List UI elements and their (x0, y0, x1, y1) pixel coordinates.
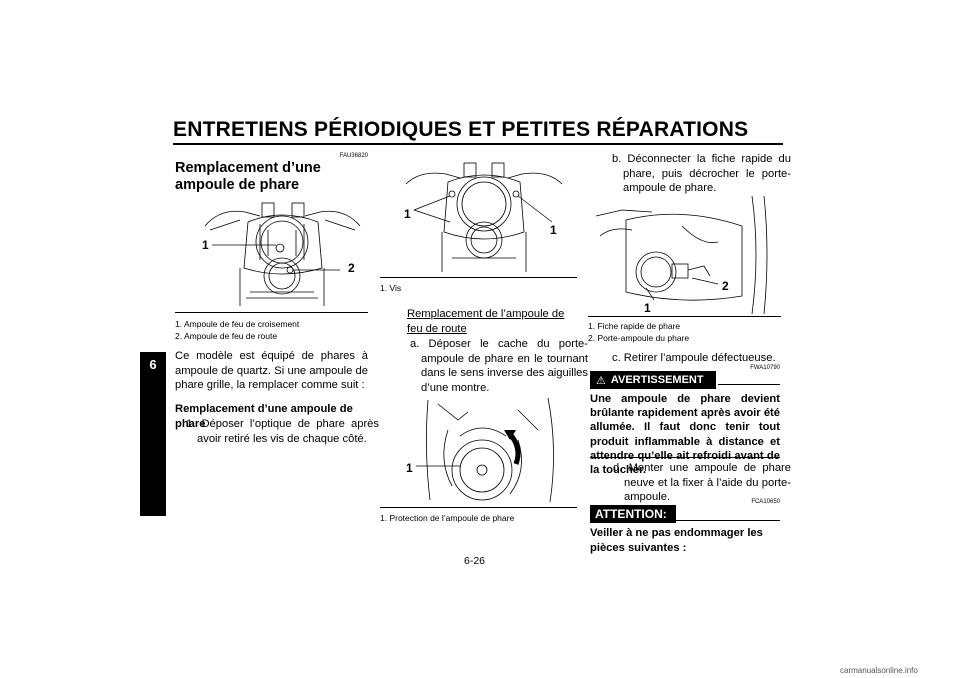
bulb-cover-illustration: 1 (406, 397, 554, 503)
warning-label: ⚠ AVERTISSEMENT (590, 371, 716, 389)
caption-item: 1. Vis (380, 283, 402, 293)
caption-item: 2. Ampoule de feu de route (175, 331, 278, 341)
subheading: Remplacement d’une ampoule de phare (175, 403, 353, 430)
fig-label-1: 1 (406, 461, 413, 475)
attention-rule (668, 520, 780, 521)
caption-list: 1. Ampoule de feu de croisement 2. Ampou… (175, 318, 368, 342)
page-title: ENTRETIENS PÉRIODIQUES ET PETITES RÉPARA… (173, 118, 749, 141)
caption-item: 1. Protection de l’ampoule de phare (380, 513, 515, 523)
screws-illustration: 1 1 (404, 162, 563, 272)
caption-rule (380, 277, 577, 278)
subheading-high-beam: Remplacement de l’ampoule de feu de rout… (407, 308, 565, 335)
fig-label-2: 2 (348, 261, 355, 275)
step-c: c. Retirer l’ampoule défectueuse. (612, 352, 776, 364)
fig-label-1-right: 1 (550, 223, 557, 237)
step-a: a. Déposer le cache du porte-ampoule de … (410, 338, 588, 394)
warning-triangle-icon: ⚠ (596, 374, 606, 387)
fig-label-2: 2 (722, 279, 729, 293)
caption-item: 1. Fiche rapide de phare (588, 321, 681, 331)
caption-list: 1. Fiche rapide de phare 2. Porte-ampoul… (588, 320, 781, 344)
attention-label: ATTENTION: (590, 505, 676, 523)
attention-code: FCA10650 (751, 499, 780, 505)
headlight-illustration: 1 2 (202, 202, 361, 306)
title-rule (173, 143, 783, 145)
caption-rule (380, 507, 577, 508)
intro-paragraph: Ce modèle est équipé de phares à ampoule… (175, 350, 368, 391)
warning-label-text: AVERTISSEMENT (610, 374, 704, 386)
caption-item: 1. Ampoule de feu de croisement (175, 319, 300, 329)
fig-label-1: 1 (644, 301, 651, 314)
chapter-tab (140, 352, 166, 516)
step-d: d. Monter une ampoule de phare neuve et … (613, 462, 791, 503)
attention-text: Veiller à ne pas endommager les pièces s… (590, 527, 763, 554)
fig-label-1: 1 (202, 238, 209, 252)
connector-illustration: 1 2 (595, 196, 768, 314)
step-b: b. Déconnecter la fiche rapide du phare,… (612, 153, 791, 194)
caption-rule (175, 312, 368, 313)
fig-label-1: 1 (404, 207, 411, 221)
section-heading: Remplacement d’une ampoule de phare (175, 160, 321, 193)
warning-end-rule (590, 457, 780, 458)
step-1: 1. Déposer l’optique de phare après avoi… (186, 418, 379, 445)
footer-watermark: carmanualsonline.info (840, 666, 918, 675)
warning-rule (718, 384, 780, 385)
chapter-tab-number: 6 (149, 357, 157, 372)
page-number: 6-26 (464, 555, 486, 567)
section-code: FAU36820 (339, 153, 368, 159)
caption-item: 2. Porte-ampoule du phare (588, 333, 690, 343)
warning-text: Une ampoule de phare devient brûlante ra… (590, 393, 780, 477)
warning-code: FWA10790 (750, 365, 780, 371)
caption-rule (588, 316, 781, 317)
